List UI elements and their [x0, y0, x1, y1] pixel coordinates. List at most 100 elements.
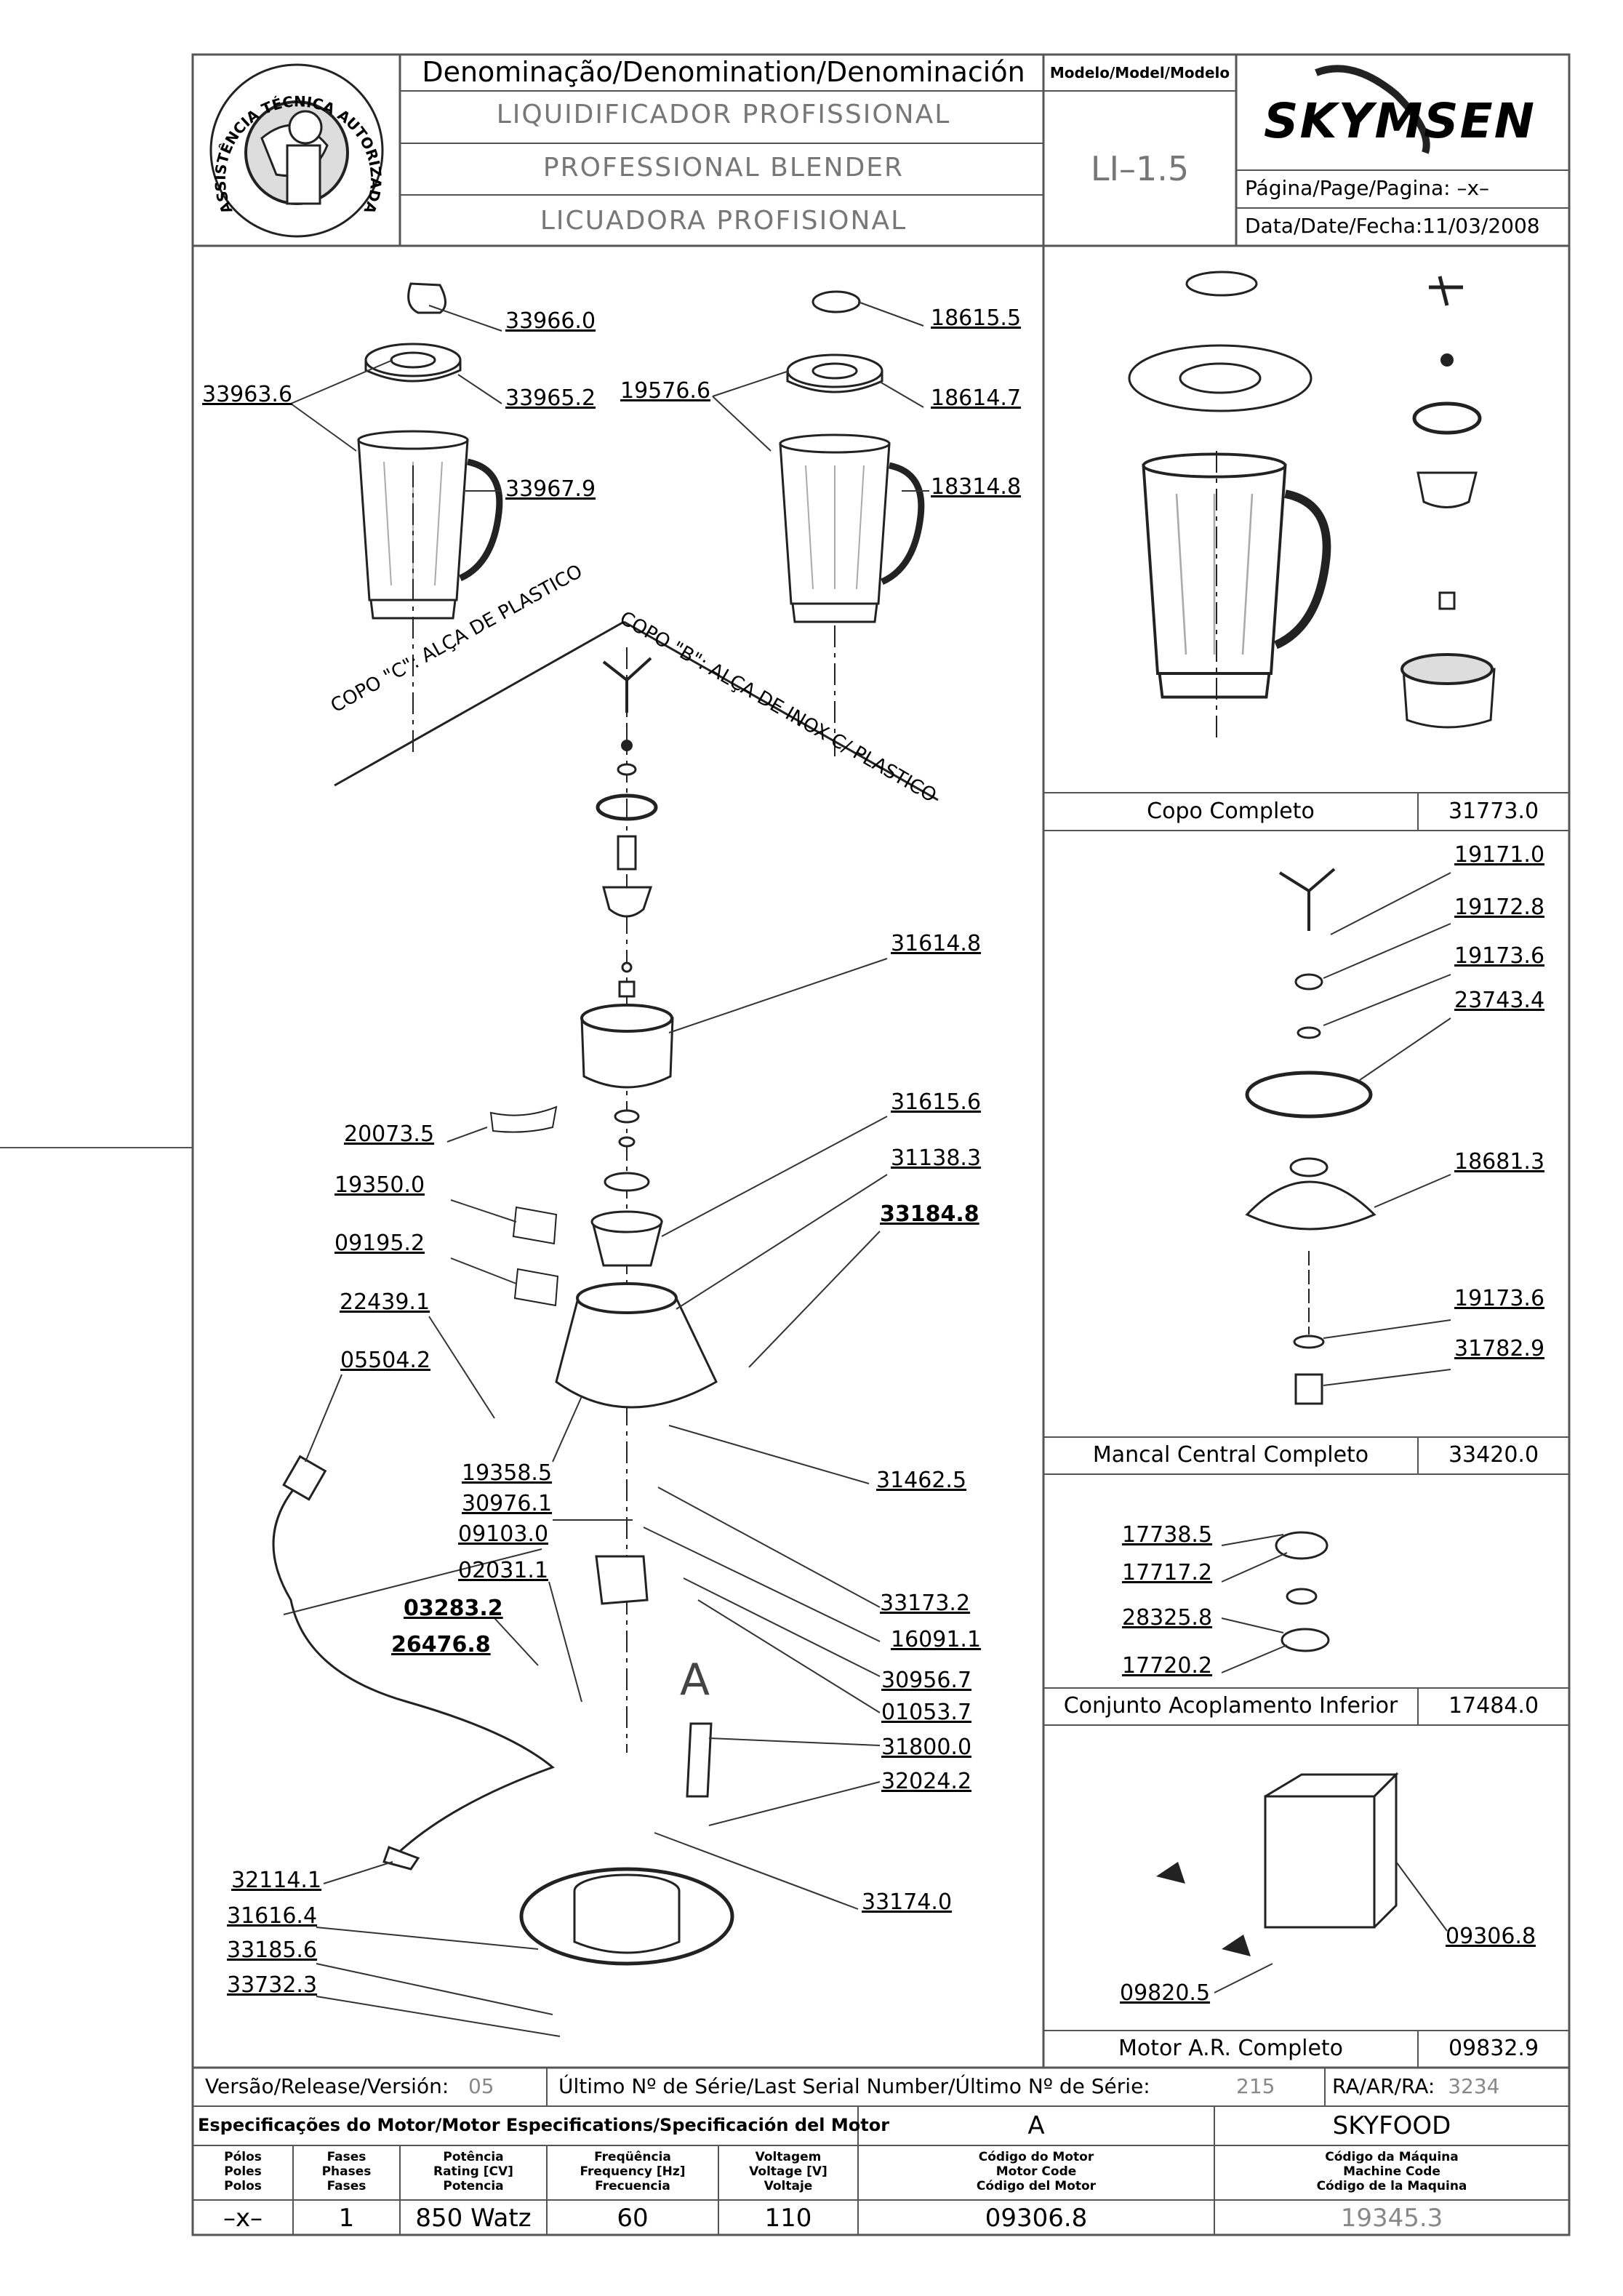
part-label: 09103.0 [458, 1521, 549, 1547]
part-label: 31615.6 [891, 1089, 982, 1115]
version-field: Versão/Release/Versión: 05 [205, 2074, 494, 2098]
part-label: 33732.3 [227, 1972, 318, 1998]
part-label: 33963.6 [202, 382, 293, 407]
part-label: 33185.6 [227, 1937, 318, 1963]
part-label: 09820.5 [1120, 1980, 1211, 2006]
model-label: Modelo/Model/Modelo [1049, 64, 1230, 81]
part-label: 32024.2 [881, 1769, 972, 1794]
name-pt: LIQUIDIFICADOR PROFISSIONAL [496, 100, 951, 129]
part-label: 17738.5 [1122, 1522, 1213, 1548]
assembly-name: Mancal Central Completo [1092, 1442, 1369, 1468]
part-label: 33184.8 [880, 1201, 979, 1227]
name-en: PROFESSIONAL BLENDER [542, 153, 905, 183]
part-label: 18615.5 [931, 305, 1022, 331]
motor-spec-value: A [1027, 2111, 1045, 2140]
part-label: 18681.3 [1454, 1149, 1545, 1175]
part-label: 26476.8 [391, 1632, 491, 1657]
part-label: 30976.1 [462, 1491, 553, 1516]
part-label: 33967.9 [505, 476, 596, 502]
blender-exploded-assembly [272, 647, 734, 1966]
acoplamento-drawing [1275, 1531, 1330, 1652]
version-value: 05 [468, 2074, 494, 2098]
assembly-code: 31773.0 [1448, 799, 1539, 824]
serial-label: Último Nº de Série/Last Serial Number/Úl… [558, 2074, 1150, 2098]
part-label: 18314.8 [931, 474, 1022, 500]
part-label: 09195.2 [334, 1231, 425, 1256]
model-value: LI–1.5 [1090, 149, 1190, 188]
detail-label: A [680, 1655, 710, 1705]
assembly-name: Conjunto Acoplamento Inferior [1063, 1693, 1398, 1719]
value-voltage: 110 [764, 2204, 812, 2233]
part-label: 19576.6 [620, 378, 711, 404]
serial-value: 215 [1236, 2074, 1275, 2098]
value-rating: 850 Watz [415, 2204, 532, 2233]
part-label: 23743.4 [1454, 988, 1545, 1013]
part-label: 16091.1 [891, 1627, 982, 1652]
mancal-central-drawing [1245, 868, 1376, 1405]
part-label: 19171.0 [1454, 842, 1545, 868]
part-label: 17720.2 [1122, 1653, 1213, 1679]
value-motor-code: 09306.8 [985, 2204, 1088, 2233]
denomination-title: Denominação/Denomination/Denominación [422, 56, 1025, 88]
name-es: LICUADORA PROFISIONAL [540, 206, 907, 236]
part-label: 20073.5 [344, 1121, 435, 1147]
part-label: 31782.9 [1454, 1336, 1545, 1361]
date-label: Data/Date/Fecha: [1245, 214, 1423, 238]
part-label: 31616.4 [227, 1903, 318, 1929]
assembly-code: 09832.9 [1448, 2036, 1539, 2061]
part-label: 19350.0 [334, 1172, 425, 1198]
ra-field: RA/AR/RA: 3234 [1332, 2074, 1499, 2098]
part-label: 33966.0 [505, 308, 596, 334]
assembly-name: Copo Completo [1147, 799, 1315, 824]
assembly-code: 17484.0 [1448, 1693, 1539, 1719]
seal-lettering: ASSISTÊNCIA TÉCNICA AUTORIZADA [212, 92, 385, 217]
version-label: Versão/Release/Versión: [205, 2074, 449, 2098]
ra-label: RA/AR/RA: [1332, 2074, 1435, 2098]
date-field: Data/Date/Fecha:11/03/2008 [1245, 214, 1540, 238]
part-label: 31800.0 [881, 1735, 972, 1760]
part-label: 18614.7 [931, 385, 1022, 411]
ra-value: 3234 [1448, 2074, 1500, 2098]
motor-drawing [1156, 1772, 1399, 1956]
part-label: 22439.1 [340, 1289, 430, 1315]
part-label: 31614.8 [891, 931, 982, 956]
value-poles: –x– [223, 2204, 263, 2233]
part-label: 03283.2 [404, 1596, 503, 1621]
machine-brand: SKYFOOD [1332, 2111, 1451, 2140]
part-label: 31462.5 [876, 1468, 967, 1493]
part-label: 33965.2 [505, 385, 596, 411]
part-label: 33174.0 [862, 1889, 953, 1915]
part-label: 19172.8 [1454, 895, 1545, 920]
date-value: 11/03/2008 [1422, 214, 1540, 238]
value-frequency: 60 [617, 2204, 649, 2233]
skymsen-logo [1315, 65, 1430, 154]
part-label: 32114.1 [231, 1868, 322, 1893]
part-label: 19358.5 [462, 1460, 553, 1486]
assembly-code: 33420.0 [1448, 1442, 1539, 1468]
assembly-name: Motor A.R. Completo [1118, 2036, 1344, 2061]
part-label: 02031.1 [458, 1558, 549, 1583]
part-label: 17717.2 [1122, 1560, 1213, 1585]
seal-text: ASSISTÊNCIA TÉCNICA AUTORIZADA [212, 92, 385, 217]
cup-c-drawing [358, 282, 500, 756]
value-machine-code: 19345.3 [1340, 2204, 1443, 2233]
part-label: 01053.7 [881, 1700, 972, 1725]
copo-completo-drawing [1128, 271, 1496, 742]
part-label: 19173.6 [1454, 1286, 1545, 1311]
part-label: 05504.2 [340, 1348, 431, 1373]
page-value: –x– [1456, 176, 1490, 200]
svg-text:ASSISTÊNCIA TÉCNICA AUTORIZADA: ASSISTÊNCIA TÉCNICA AUTORIZADA [212, 92, 385, 217]
motor-spec-label: Especificações do Motor/Motor Especifica… [198, 2115, 890, 2135]
part-label: 31138.3 [891, 1145, 982, 1171]
value-phases: 1 [338, 2204, 355, 2233]
part-label: 33173.2 [880, 1591, 971, 1616]
part-label: 19173.6 [1454, 943, 1545, 969]
page-label: Página/Page/Pagina: [1245, 176, 1451, 200]
part-label: 30956.7 [881, 1668, 972, 1693]
